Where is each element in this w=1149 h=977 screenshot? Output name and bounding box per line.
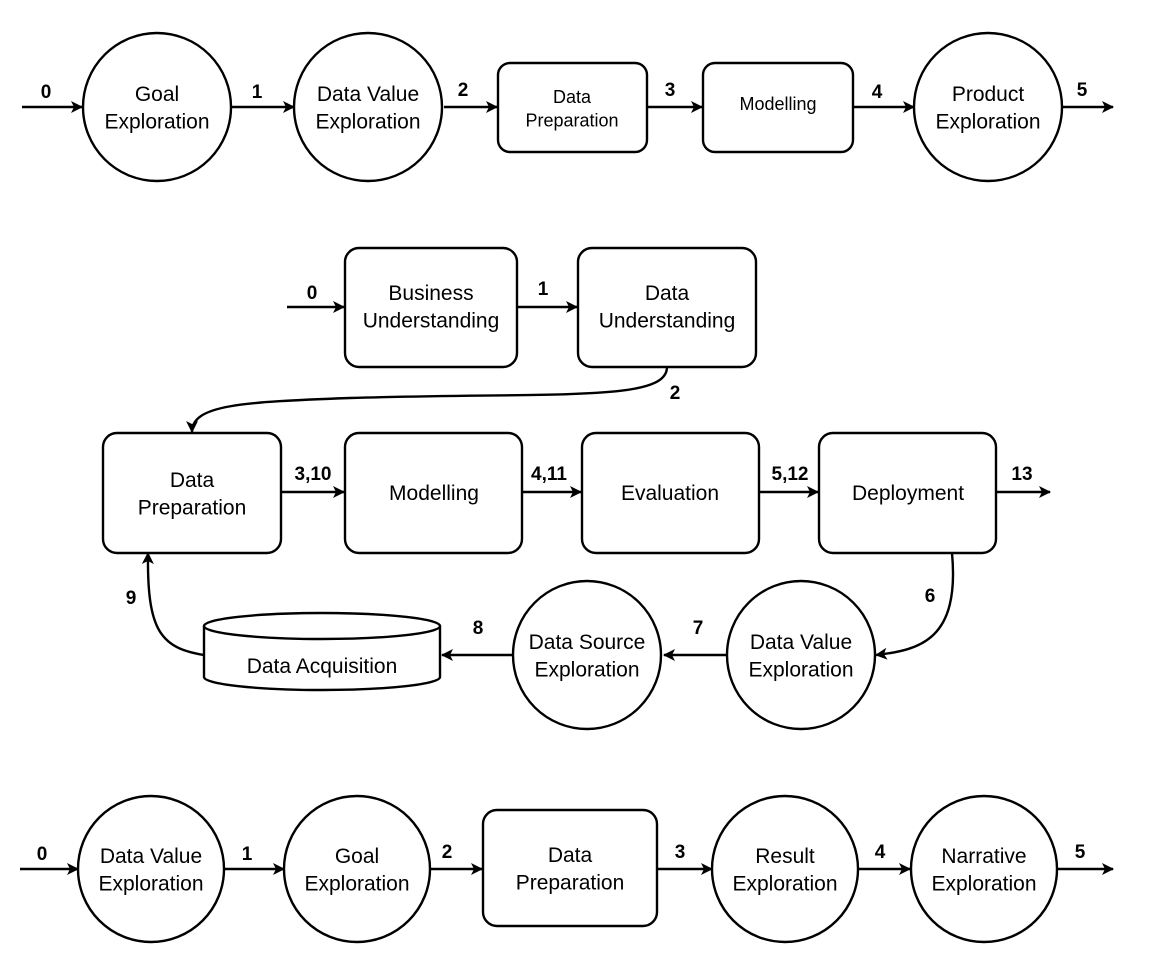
diagram-2: 0 1 2 3,10 4,11 5,12 13 6 7 8 9 Business…	[101, 246, 1051, 731]
svg-text:Modelling: Modelling	[389, 482, 479, 505]
edge-label-d2-0: 0	[307, 283, 318, 304]
edge-label-d3-1: 1	[242, 844, 253, 865]
edge-label-d1-1: 1	[252, 82, 263, 103]
edge-label-d1-0: 0	[41, 82, 52, 103]
edge-label-d2-3: 3,10	[295, 464, 332, 485]
edge-label-d2-10: 9	[126, 588, 137, 609]
edge-label-d2-4: 4,11	[531, 464, 567, 485]
edge-label-d2-5: 5,12	[772, 464, 809, 485]
node-modelling: Modelling	[701, 61, 855, 154]
edge-label-d2-1: 1	[538, 279, 549, 300]
svg-text:Deployment: Deployment	[852, 482, 964, 505]
node-modelling-2: Modelling	[343, 431, 524, 555]
edge-label-d3-5: 5	[1075, 842, 1086, 863]
edge-d2-7	[875, 552, 955, 660]
edge-label-d1-5: 5	[1077, 80, 1088, 101]
edge-label-d2-7: 6	[925, 586, 936, 607]
svg-text:Data Acquisition: Data Acquisition	[247, 655, 398, 678]
edge-d2-10	[141, 552, 205, 657]
edge-label-d2-9: 8	[473, 618, 484, 639]
edge-label-d3-0: 0	[37, 844, 48, 865]
edge-d2-2	[186, 366, 669, 433]
edge-label-d3-2: 2	[442, 842, 453, 863]
edge-label-d1-4: 4	[872, 82, 883, 103]
svg-text:Modelling: Modelling	[739, 94, 816, 114]
edge-label-d2-2: 2	[670, 383, 681, 404]
edge-label-d3-4: 4	[875, 842, 886, 863]
node-evaluation: Evaluation	[580, 431, 761, 555]
node-deployment: Deployment	[817, 431, 998, 555]
svg-text:Evaluation: Evaluation	[621, 482, 719, 505]
node-data-acquisition: Data Acquisition	[202, 611, 442, 692]
edge-label-d2-8: 7	[693, 618, 704, 639]
edge-label-d2-6: 13	[1011, 464, 1032, 485]
edge-label-d1-2: 2	[458, 80, 469, 101]
edge-label-d3-3: 3	[675, 842, 686, 863]
edge-label-d1-3: 3	[665, 80, 676, 101]
